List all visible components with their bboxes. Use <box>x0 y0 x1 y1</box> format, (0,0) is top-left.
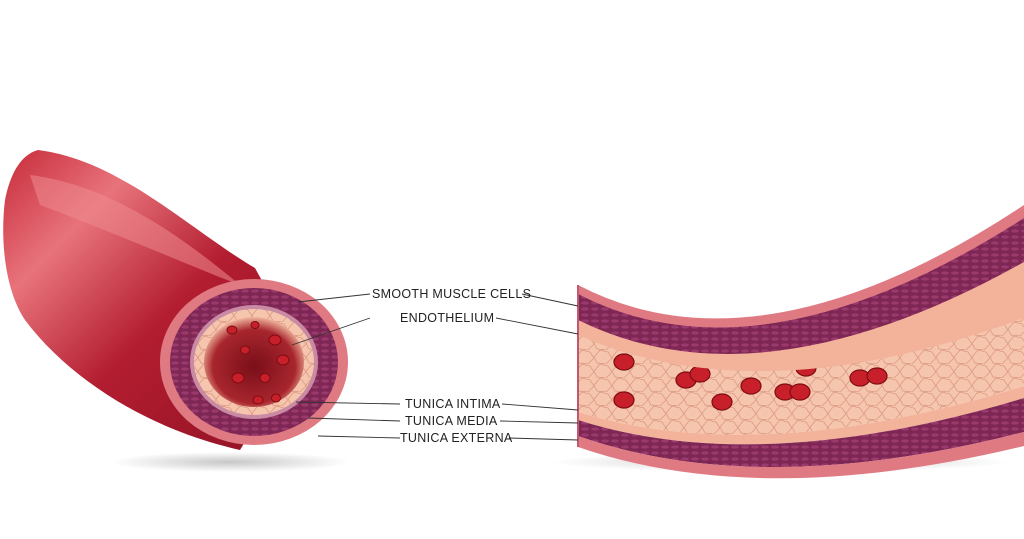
vessel-cross-section <box>160 279 348 445</box>
vessel-longitudinal-section <box>577 205 1024 479</box>
label-tunica-media: TUNICA MEDIA <box>405 414 498 428</box>
left-vessel-shadow <box>110 452 350 472</box>
label-tunica-externa: TUNICA EXTERNA <box>400 431 513 445</box>
cross-section-red-blood-cells <box>226 321 290 405</box>
vessel-tube-highlight <box>30 175 240 285</box>
leader-lines <box>291 293 579 441</box>
label-smooth-muscle-cells: SMOOTH MUSCLE CELLS <box>372 287 531 301</box>
label-tunica-intima: TUNICA INTIMA <box>405 397 501 411</box>
label-endothelium: ENDOTHELIUM <box>400 311 494 325</box>
